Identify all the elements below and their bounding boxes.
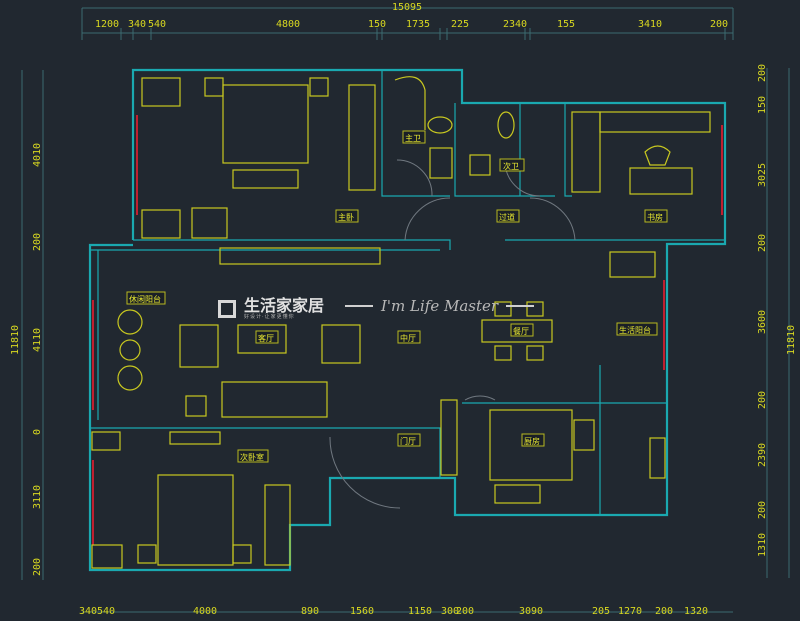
shoe-cabinet [440, 399, 458, 476]
kitchen-sink [573, 419, 595, 451]
dim: 200 [655, 606, 673, 617]
doors [329, 159, 576, 509]
room-labels: 主卫 次卫 主卧 过道 书房 休闲阳台 客厅 中厅 餐厅 生活阳台 门厅 厨房 … [126, 130, 668, 463]
room-label-foyer: 门厅 [400, 436, 416, 446]
room-label-dining: 餐厅 [513, 327, 529, 336]
room-label-middle-hall: 中厅 [400, 333, 416, 343]
dim: 0 [32, 429, 43, 435]
dim: 155 [557, 19, 575, 30]
wardrobe [348, 84, 376, 191]
logo-mark-icon [218, 300, 236, 318]
dim: 200 [32, 558, 43, 576]
watermark-tagline: I'm Life Master [345, 297, 535, 315]
dim: 4010 [32, 143, 43, 167]
dim: 200 [757, 391, 768, 409]
tagline-text: I'm Life Master [381, 297, 499, 315]
dim: 200 [456, 606, 474, 617]
dim: 3025 [757, 163, 768, 187]
dim: 200 [757, 234, 768, 252]
stove [494, 484, 541, 504]
right-dimensions: 11810 200 150 3025 200 3600 200 2390 200… [757, 64, 797, 557]
divider [506, 305, 535, 307]
dim: 890 [301, 606, 319, 617]
room-label-service-balcony: 生活阳台 [619, 325, 651, 335]
dim: 3410 [638, 19, 662, 30]
dim: 200 [757, 501, 768, 519]
right-total-dim: 11810 [786, 325, 797, 355]
dim: 4800 [276, 19, 300, 30]
dim: 340 [128, 19, 146, 30]
bottom-dimensions: 340 540 4000 890 1560 1150 300 200 3090 … [79, 606, 708, 617]
dim: 150 [368, 19, 386, 30]
top-dimensions: 15095 1200 340 540 4800 150 1735 225 234… [95, 2, 728, 30]
master-toilet [394, 76, 426, 130]
dim: 200 [32, 233, 43, 251]
tv-cabinet [219, 247, 381, 265]
room-label-leisure-balcony: 休闲阳台 [129, 294, 161, 304]
dim: 2340 [503, 19, 527, 30]
room-label-corridor: 过道 [499, 212, 515, 222]
dim: 3110 [32, 485, 43, 509]
walls [88, 68, 727, 572]
dim: 340 [79, 606, 97, 617]
second-bed [157, 474, 234, 566]
dimension-lines [21, 7, 790, 613]
room-label-second-bath: 次卫 [503, 161, 519, 171]
dim: 200 [710, 19, 728, 30]
second-toilet [497, 111, 515, 139]
dim: 1320 [684, 606, 708, 617]
kitchen-island [489, 409, 573, 481]
dim: 200 [757, 64, 768, 82]
divider [345, 305, 373, 307]
dim: 3090 [519, 606, 543, 617]
furniture [91, 76, 711, 569]
dim: 1270 [618, 606, 642, 617]
room-label-study: 书房 [647, 212, 663, 222]
dim: 205 [592, 606, 610, 617]
dim: 540 [97, 606, 115, 617]
room-label-master-bedroom: 主卧 [338, 212, 354, 222]
dim: 1560 [350, 606, 374, 617]
master-sink [429, 147, 453, 179]
dim: 1150 [408, 606, 432, 617]
dining-table [481, 319, 553, 343]
brand-logo: 生活家家居 好设计·让家更懂你 [218, 298, 324, 320]
coffee-table [237, 324, 287, 354]
sofa [221, 381, 328, 418]
dim: 300 [441, 606, 459, 617]
dim: 2390 [757, 443, 768, 467]
dim: 1310 [757, 533, 768, 557]
armchair [179, 324, 219, 368]
room-label-master-bath: 主卫 [405, 133, 421, 143]
study-shelf [571, 111, 601, 193]
chair [644, 145, 671, 166]
brand-slogan: 好设计·让家更懂你 [244, 314, 295, 320]
dim: 225 [451, 19, 469, 30]
top-total-dim: 15095 [392, 2, 422, 13]
room-label-living-room: 客厅 [258, 333, 274, 343]
dim: 4110 [32, 328, 43, 352]
windows [92, 115, 723, 545]
second-wardrobe [264, 484, 291, 566]
desk [629, 167, 693, 195]
dim: 540 [148, 19, 166, 30]
dim: 150 [757, 96, 768, 114]
room-label-kitchen: 厨房 [524, 436, 540, 446]
dim: 4000 [193, 606, 217, 617]
dim: 1200 [95, 19, 119, 30]
left-total-dim: 11810 [10, 325, 21, 355]
second-sink [469, 154, 491, 176]
master-bed [222, 84, 309, 164]
dim: 1735 [406, 19, 430, 30]
brand-name: 生活家家居 [244, 296, 325, 315]
left-dimensions: 11810 4010 200 4110 0 3110 200 [10, 143, 43, 576]
dim: 3600 [757, 310, 768, 334]
room-label-second-bedroom: 次卧室 [240, 452, 264, 462]
